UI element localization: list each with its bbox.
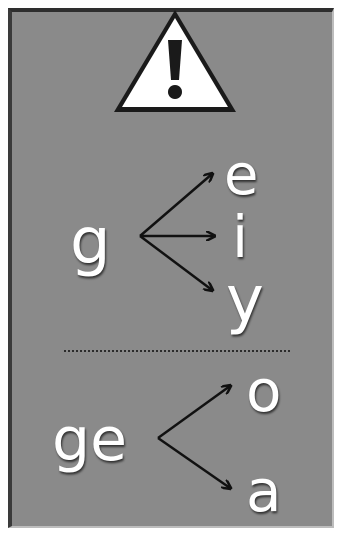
- warning-triangle-icon: [114, 10, 236, 112]
- target-letter-i: i: [232, 203, 249, 271]
- arrow-to-a: [157, 436, 230, 488]
- source-letter-ge: ge: [52, 405, 127, 475]
- arrow-to-e: [139, 174, 212, 237]
- section-divider: [64, 350, 290, 352]
- source-letter-g: g: [70, 205, 111, 279]
- target-letter-o: o: [246, 357, 282, 425]
- target-letter-a: a: [246, 457, 282, 525]
- arrow-to-y: [139, 235, 212, 290]
- arrow-to-o: [157, 386, 230, 440]
- target-letter-e: e: [224, 143, 259, 208]
- target-letter-y: y: [226, 263, 264, 337]
